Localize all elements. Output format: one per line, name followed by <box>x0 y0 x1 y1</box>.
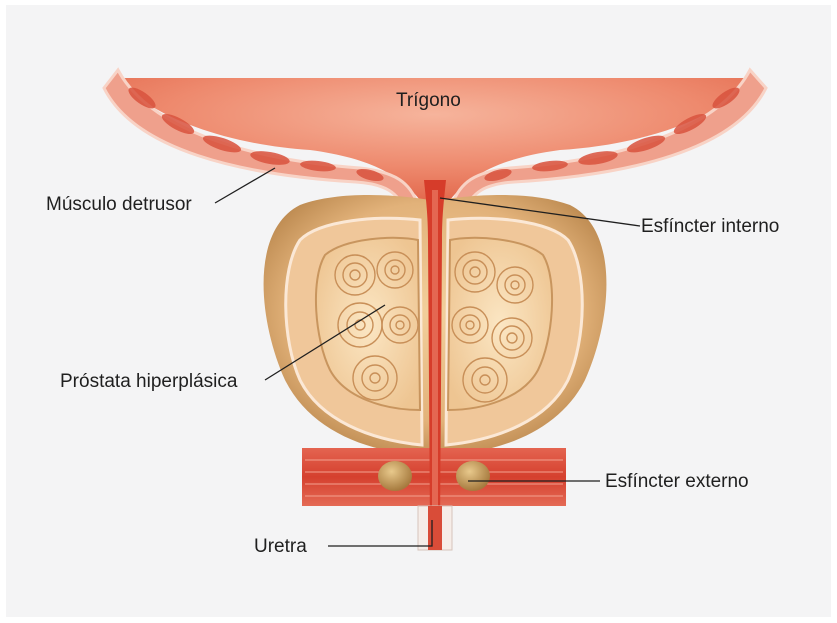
bulbourethral-nodule-right <box>456 461 490 491</box>
label-esfinter-externo: Esfíncter externo <box>605 471 749 493</box>
label-esfinter-interno: Esfíncter interno <box>641 216 779 238</box>
label-uretra: Uretra <box>254 536 307 558</box>
bulbourethral-nodule-left <box>378 461 412 491</box>
label-musculo-detrusor: Músculo detrusor <box>46 194 192 216</box>
label-trigono: Trígono <box>396 90 461 112</box>
label-prostata-hiperplasica: Próstata hiperplásica <box>60 371 237 393</box>
